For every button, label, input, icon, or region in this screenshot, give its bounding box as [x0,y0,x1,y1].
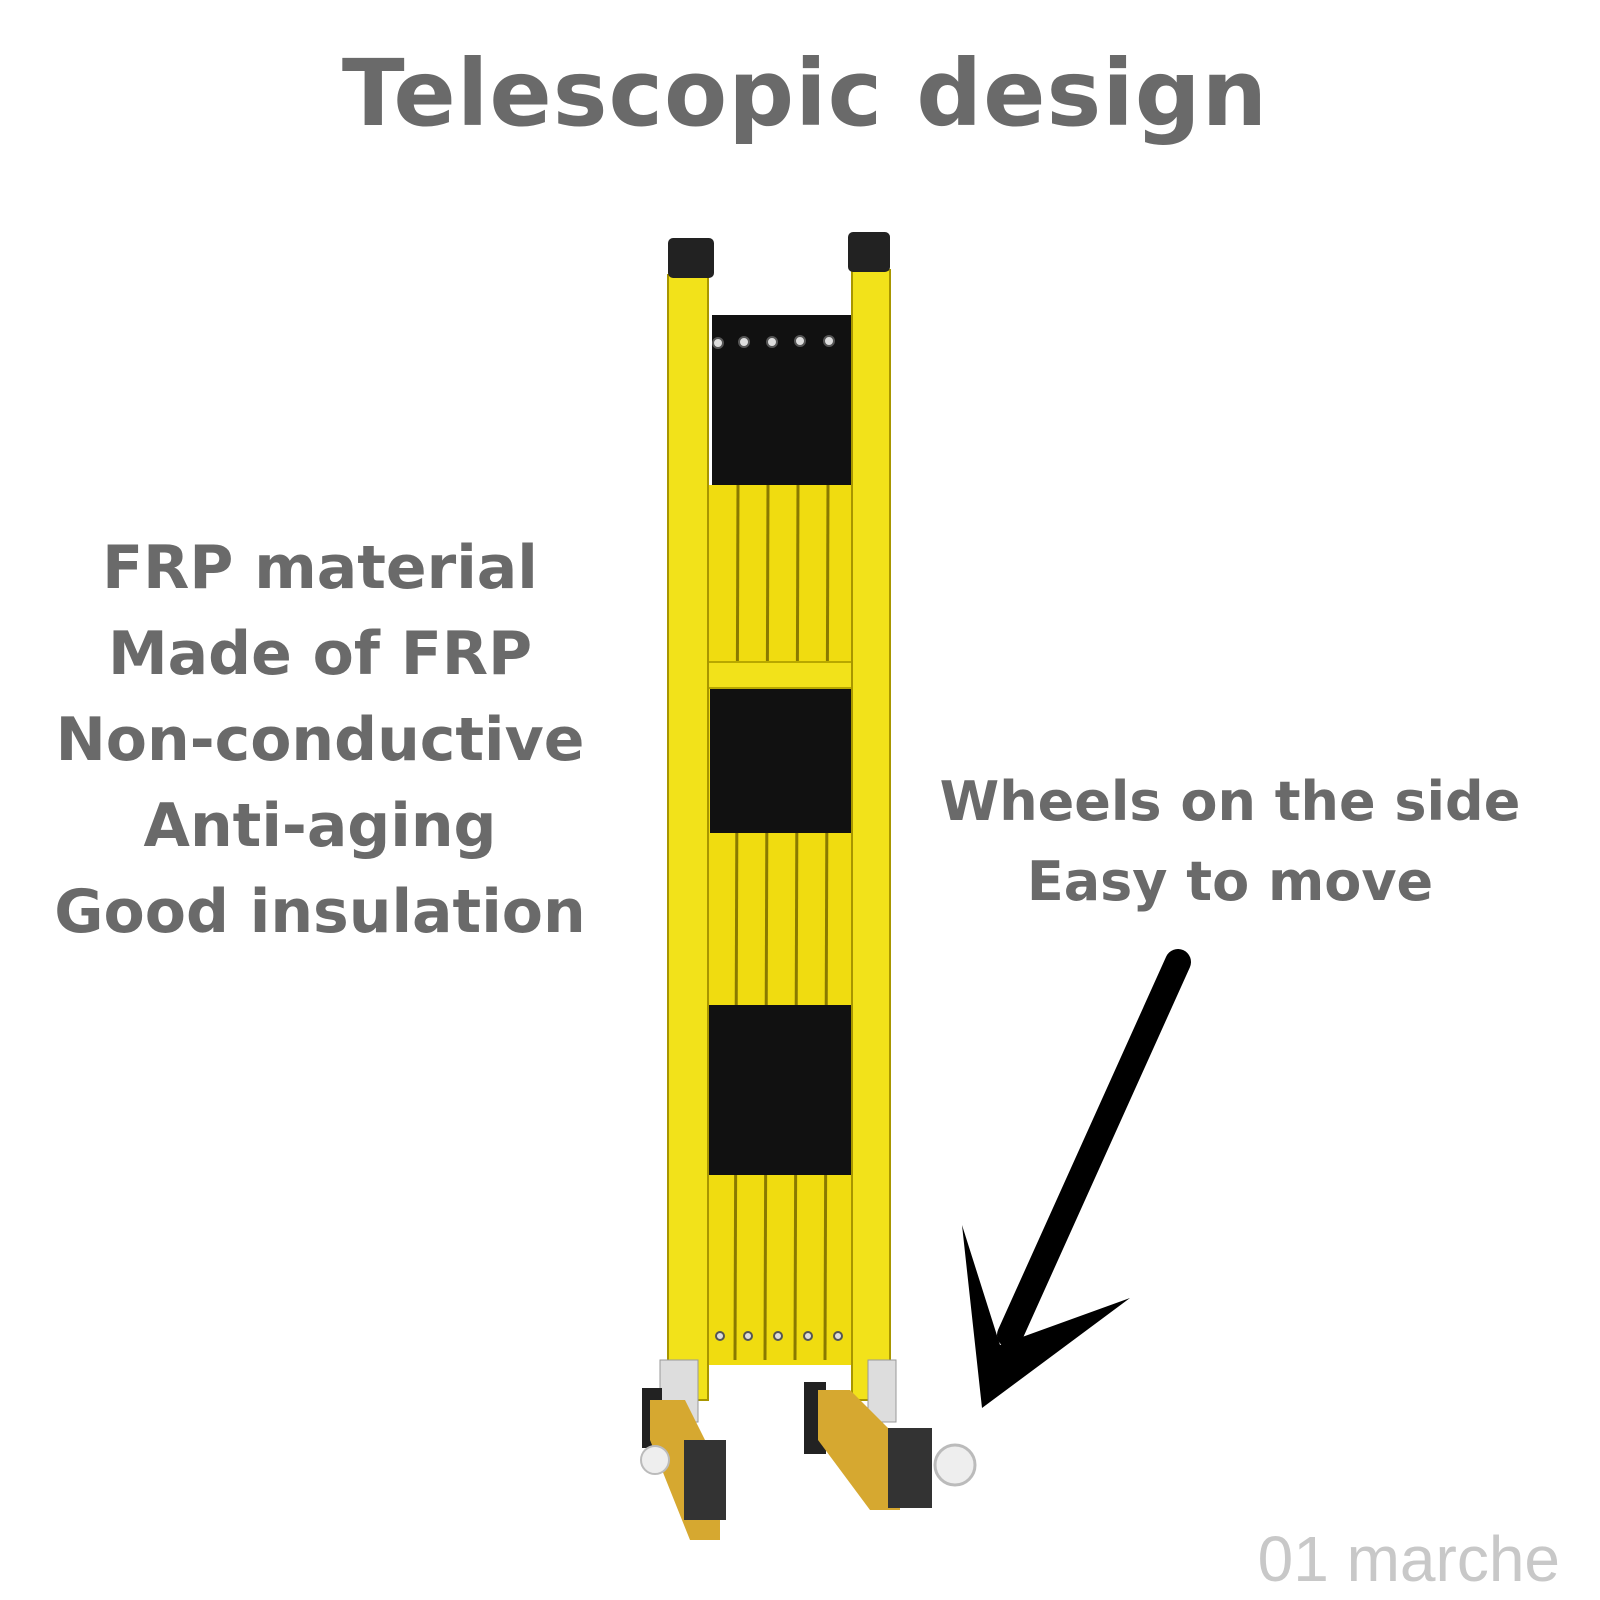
feature-item: Made of FRP [107,619,533,689]
black-band-bottom [708,1005,858,1175]
black-band-top [712,315,857,485]
page-title: Telescopic design [341,40,1269,147]
feature-item: FRP material [102,533,538,603]
feature-item: Good insulation [54,877,586,947]
feature-item: Wheels on the side [939,770,1521,833]
left-post [667,274,709,1401]
arrow-icon [962,949,1191,1408]
right-post [851,269,891,1401]
feature-list-right: Wheels on the side Easy to move [930,762,1530,922]
black-band-middle [710,688,858,833]
feature-list-left: FRP material Made of FRP Non-conductive … [20,525,620,955]
watermark: 01 marche [1257,1523,1560,1595]
wheel-icon [933,1443,977,1487]
right-post-cap [848,232,890,272]
telescopic-slats [708,315,858,1365]
feature-item: Easy to move [1026,850,1434,913]
feet [640,1359,977,1540]
feature-item: Non-conductive [55,705,585,775]
feature-item: Anti-aging [143,791,497,861]
left-post-cap [668,238,714,278]
